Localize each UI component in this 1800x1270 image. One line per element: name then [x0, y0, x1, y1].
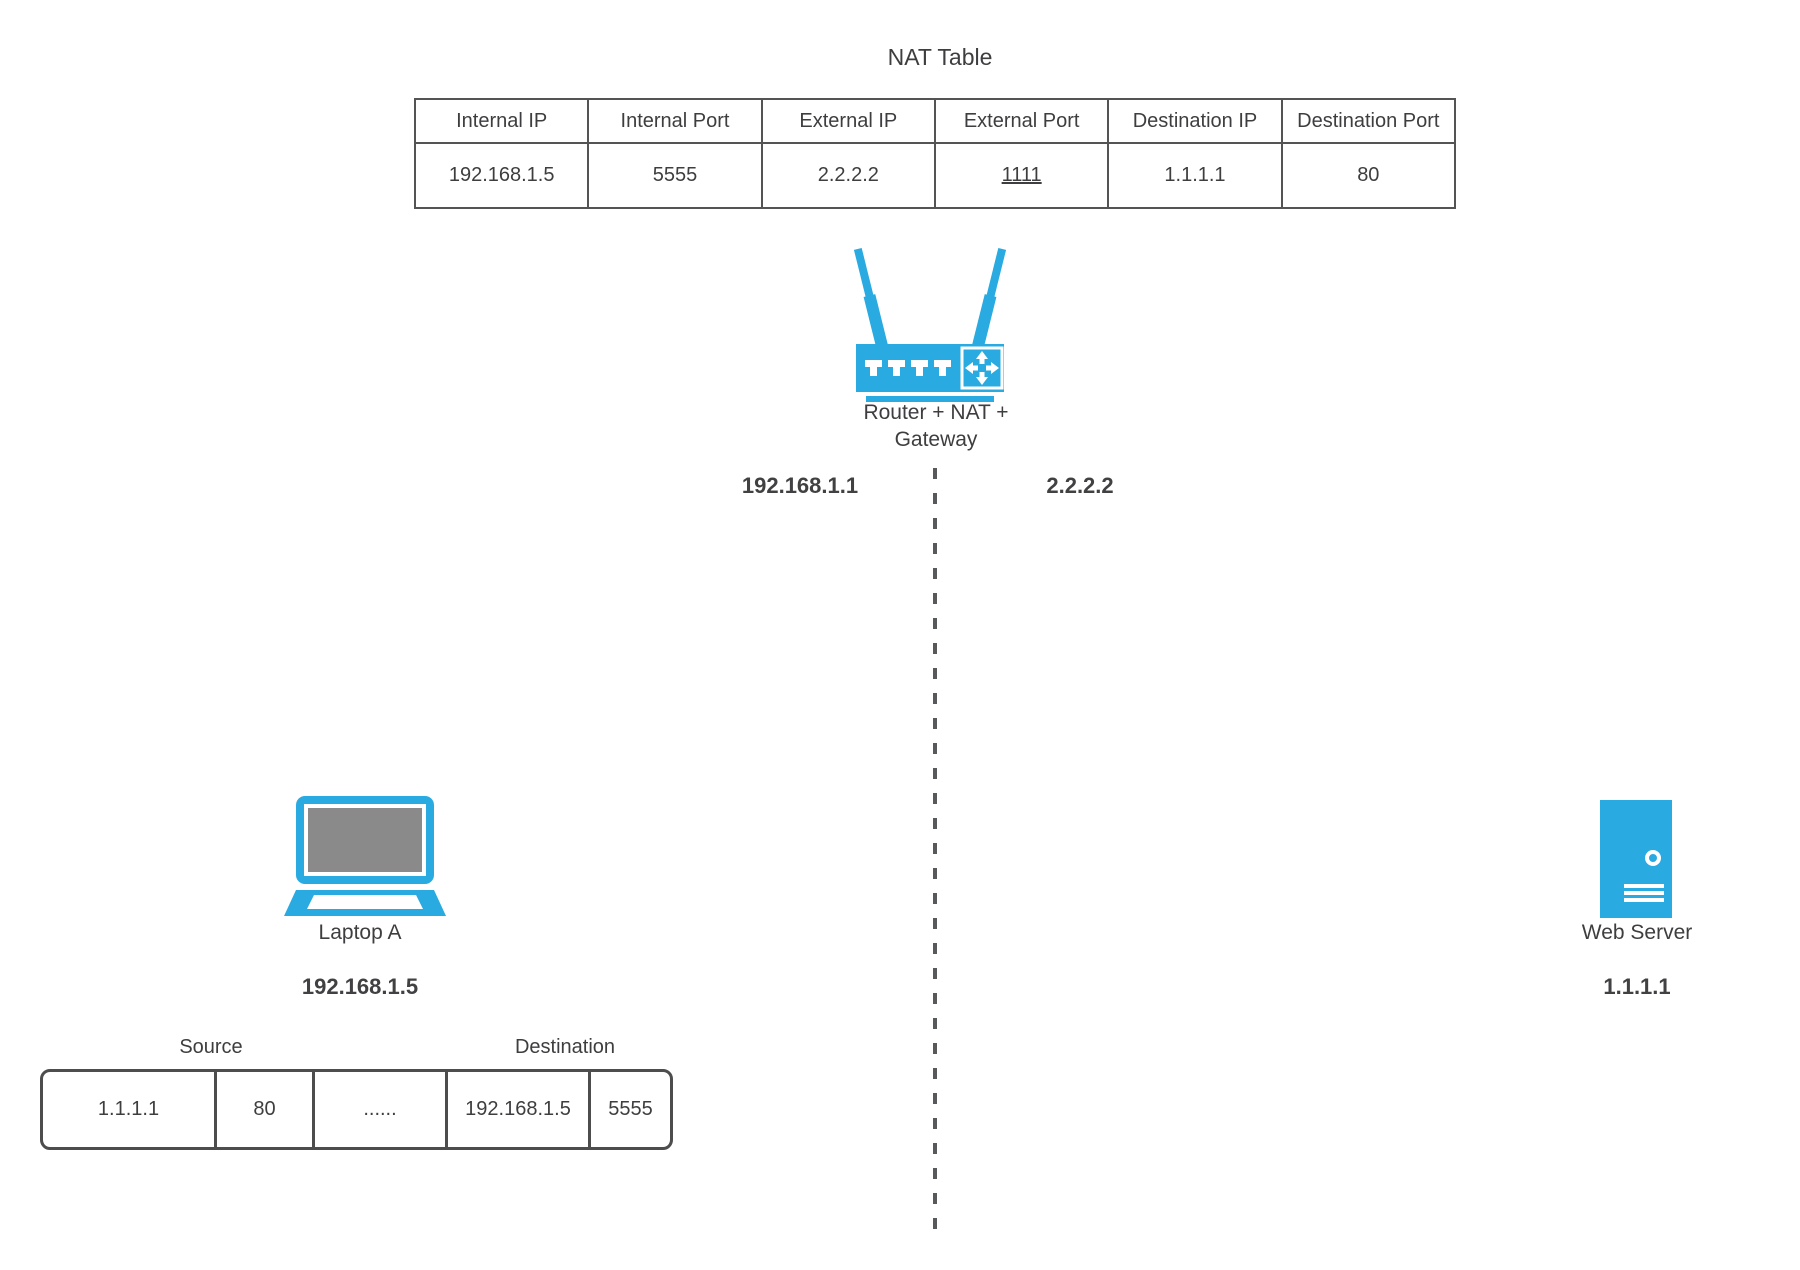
packet-destination-label: Destination — [514, 1036, 616, 1058]
nat-cell-internal-ip: 192.168.1.5 — [413, 142, 590, 209]
nat-cell-external-port: 1111 — [933, 142, 1110, 209]
nat-header-external-ip: External IP — [760, 98, 936, 144]
laptop-label: Laptop A — [318, 921, 402, 944]
router-icon — [853, 244, 1007, 402]
packet-source-port: 80 — [217, 1072, 315, 1147]
router-label: Router + NAT + Gateway — [811, 399, 1061, 453]
packet-source-ip: 1.1.1.1 — [43, 1072, 217, 1147]
nat-header-destination-ip: Destination IP — [1107, 98, 1283, 144]
nat-cell-destination-ip: 1.1.1.1 — [1107, 142, 1283, 209]
nat-header-internal-ip: Internal IP — [413, 98, 590, 144]
router-label-line1: Router + NAT + — [863, 401, 1009, 424]
packet-source-label: Source — [179, 1036, 243, 1058]
nat-table: Internal IP Internal Port External IP Ex… — [413, 98, 1457, 209]
server-label: Web Server — [1581, 921, 1693, 944]
nat-table-data-row: 192.168.1.5 5555 2.2.2.2 1111 1.1.1.1 80 — [413, 142, 1457, 209]
nat-cell-destination-port: 80 — [1280, 142, 1457, 209]
packet-destination-port: 5555 — [608, 1098, 653, 1120]
router-lan-ip: 192.168.1.1 — [741, 473, 859, 498]
packet-payload: ...... — [315, 1072, 448, 1147]
nat-table-title: NAT Table — [887, 44, 993, 70]
laptop-ip: 192.168.1.5 — [301, 974, 419, 999]
router-ports — [865, 360, 951, 376]
server-icon — [1600, 800, 1672, 920]
nat-header-destination-port: Destination Port — [1280, 98, 1457, 144]
server-ip: 1.1.1.1 — [1603, 974, 1671, 999]
router-wan-ip: 2.2.2.2 — [1046, 473, 1114, 498]
nat-table-header-row: Internal IP Internal Port External IP Ex… — [413, 98, 1457, 144]
router-label-line2: Gateway — [894, 428, 978, 451]
nat-cell-internal-port: 5555 — [587, 142, 763, 209]
dashed-divider-line — [933, 468, 937, 1230]
laptop-icon — [282, 796, 448, 922]
packet-strip: 1.1.1.1 80 ...... 192.168.1.5 5555 — [40, 1069, 673, 1150]
nat-header-internal-port: Internal Port — [587, 98, 763, 144]
nat-header-external-port: External Port — [933, 98, 1110, 144]
routing-arrows-icon — [960, 346, 1004, 390]
packet-destination-ip: 192.168.1.5 — [448, 1072, 591, 1147]
nat-cell-external-ip: 2.2.2.2 — [760, 142, 936, 209]
